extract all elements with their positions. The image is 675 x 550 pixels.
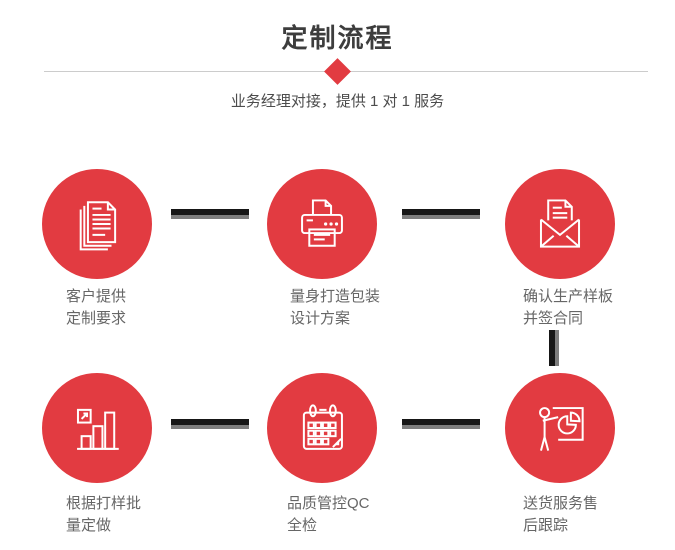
step-packaging-design: 量身打造包装 设计方案 bbox=[267, 169, 380, 327]
subtitle: 业务经理对接，提供 1 对 1 服务 bbox=[230, 93, 445, 110]
connector-step1-step2 bbox=[171, 209, 249, 219]
diamond-icon bbox=[324, 58, 351, 85]
step-circle bbox=[42, 373, 152, 483]
step-label: 量身打造包装 设计方案 bbox=[290, 286, 380, 330]
step-delivery-after-sales: 送货服务售 后跟踪 bbox=[505, 373, 615, 534]
step-circle bbox=[267, 373, 377, 483]
step-customer-requirements: 客户提供 定制要求 bbox=[42, 169, 152, 327]
connector-step5-step6 bbox=[402, 419, 480, 429]
step-confirm-sample-contract: 确认生产样板 并签合同 bbox=[505, 169, 615, 327]
envelope-icon bbox=[539, 199, 581, 248]
connector-step3-step6 bbox=[549, 330, 559, 366]
connector-step4-step5 bbox=[171, 419, 249, 429]
step-circle bbox=[505, 373, 615, 483]
step-label-line1: 量身打造包装 bbox=[290, 288, 381, 305]
step-label: 品质管控QC 全检 bbox=[287, 493, 370, 537]
step-label-line1: 送货服务售 bbox=[523, 495, 599, 512]
step-circle bbox=[42, 169, 152, 279]
step-batch-production: 根据打样批 量定做 bbox=[42, 373, 152, 534]
presentation-icon bbox=[539, 407, 584, 451]
step-circle bbox=[267, 169, 377, 279]
step-circle bbox=[505, 169, 615, 279]
step-label: 送货服务售 后跟踪 bbox=[523, 493, 598, 537]
step-label: 根据打样批 量定做 bbox=[66, 493, 141, 537]
step-label-line1: 根据打样批 bbox=[66, 495, 142, 512]
step-label-line2: 量定做 bbox=[66, 517, 112, 534]
step-label: 确认生产样板 并签合同 bbox=[523, 286, 613, 330]
bar-chart-icon bbox=[76, 408, 119, 450]
step-label-line2: 设计方案 bbox=[290, 310, 351, 327]
step-quality-control: 品质管控QC 全检 bbox=[267, 373, 377, 534]
step-label-line1: 品质管控QC bbox=[287, 495, 370, 512]
step-label-line2: 全检 bbox=[287, 517, 318, 534]
step-label-line2: 后跟踪 bbox=[523, 517, 569, 534]
step-label-line1: 客户提供 bbox=[66, 288, 127, 305]
calendar-icon bbox=[302, 404, 343, 450]
page-title: 定制流程 bbox=[281, 23, 394, 53]
step-label-line2: 并签合同 bbox=[523, 310, 584, 327]
step-label-line1: 确认生产样板 bbox=[523, 288, 614, 305]
printer-icon bbox=[301, 199, 343, 247]
step-label-line2: 定制要求 bbox=[66, 310, 127, 327]
documents-icon bbox=[79, 201, 117, 251]
connector-step2-step3 bbox=[402, 209, 480, 219]
step-label: 客户提供 定制要求 bbox=[66, 286, 126, 330]
